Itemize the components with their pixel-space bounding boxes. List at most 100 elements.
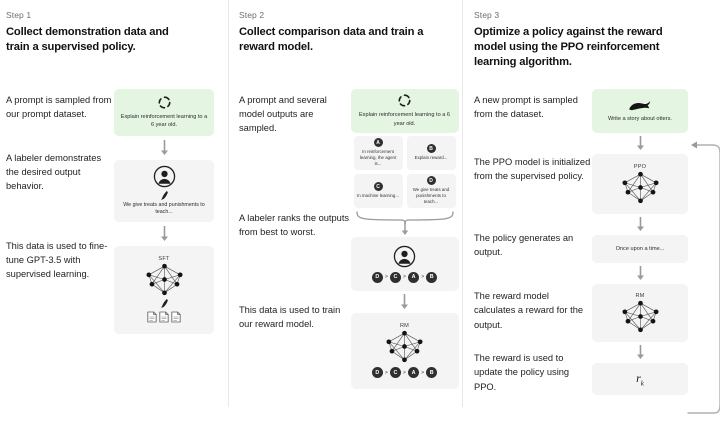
step-3-prompt-card: Write a story about otters. (592, 89, 688, 134)
step-2-output-c: C In machine learning... (353, 173, 403, 208)
converging-brace-icon (355, 210, 454, 235)
step-1-paragraph-2: A labeler demonstrates the desired outpu… (6, 152, 102, 191)
step-2-labeler-ranking: D > C > A > B (371, 271, 438, 283)
step-3-flow-column: Write a story about otters. PPO (592, 75, 720, 415)
segmented-circle-icon (398, 94, 411, 108)
step-2-brace-arrow (351, 210, 459, 236)
rank-gt-icon: > (402, 369, 407, 376)
step-3-column: Step 3 Optimize a policy against the rew… (462, 0, 720, 415)
rank-item-4: B (426, 367, 438, 379)
step-1-flow-column: Explain reinforcement learning to a 6 ye… (114, 61, 220, 334)
step-1-label: Step 1 (6, 10, 32, 20)
step-1-text-column: A prompt is sampled from our prompt data… (6, 61, 114, 334)
step-3-arrow-4 (592, 345, 688, 360)
output-badge-a: A (373, 138, 383, 148)
rank-item-2: C (389, 271, 401, 283)
rank-gt-icon: > (421, 274, 425, 281)
ppo-feedback-loop-arrow (687, 141, 720, 415)
step-2-column: Step 2 Collect comparison data and train… (228, 0, 462, 407)
neural-network-icon (386, 330, 423, 363)
step-2-labeler-card: D > C > A > B (350, 236, 459, 291)
step-3-rm-title: RM (635, 293, 645, 300)
step-2-prompt-text: Explain reinforcement learning to a 6 ye… (358, 112, 451, 127)
step-1-sft-title: SFT (158, 256, 170, 263)
output-badge-c: C (373, 182, 383, 192)
output-badge-b: B (426, 144, 436, 154)
step-1-arrow-1 (114, 139, 214, 156)
step-1-column: Step 1 Collect demonstration data and tr… (0, 0, 228, 407)
neural-network-icon (621, 172, 659, 204)
step-1-labeler-card: We give treats and punishments to teach.… (114, 159, 214, 222)
step-1-paragraph-3: This data is used to fine-tune GPT-3.5 w… (6, 240, 108, 279)
rank-item-2: C (389, 367, 401, 379)
step-3-text-column: A new prompt is sampled from the dataset… (474, 75, 592, 395)
step-3-title: Optimize a policy against the reward mod… (474, 26, 663, 68)
step-3-arrow-3 (592, 266, 688, 281)
step-3-output-text: Once upon a time... (615, 246, 665, 253)
step-2-rm-ranking: D > C > A > B (371, 367, 438, 379)
step-3-ppo-title: PPO (633, 164, 647, 171)
step-3-paragraph-5: The reward is used to update the policy … (474, 353, 570, 392)
step-1-title: Collect demonstration data and train a s… (6, 26, 169, 53)
reward-symbol: rk (636, 371, 644, 387)
reward-subscript: k (640, 379, 644, 388)
step-3-output-card: Once upon a time... (592, 235, 688, 264)
step-3-prompt-text: Write a story about otters. (608, 116, 672, 123)
step-1-prompt-text: Explain reinforcement learning to a 6 ye… (120, 113, 208, 129)
step-3-arrow-1 (592, 136, 688, 151)
step-3-paragraph-1: A new prompt is sampled from the dataset… (474, 95, 578, 120)
rank-item-1: D (371, 367, 383, 379)
step-2-title: Collect comparison data and train a rewa… (239, 26, 424, 53)
neural-network-icon (621, 301, 659, 333)
step-2-output-b: B Explain reward... (406, 135, 456, 170)
step-3-paragraph-2: The PPO model is initialized from the su… (474, 157, 591, 182)
step-2-outputs-grid: A In reinforcement learning, the agent i… (351, 135, 459, 208)
rank-gt-icon: > (384, 274, 388, 281)
otter-icon (629, 101, 651, 111)
step-1-sft-card: SFT (114, 245, 214, 334)
step-1-prompt-card: Explain reinforcement learning to a 6 ye… (114, 88, 214, 136)
step-2-output-a: A In reinforcement learning, the agent i… (353, 135, 403, 170)
step-3-ppo-card: PPO (592, 154, 688, 215)
step-2-text-column: A prompt and several model outputs are s… (239, 61, 351, 389)
output-text-b: Explain reward... (414, 155, 448, 161)
rank-item-3: A (408, 367, 420, 379)
rank-gt-icon: > (421, 369, 425, 376)
rank-item-1: D (371, 271, 383, 283)
step-2-flow-column: Explain reinforcement learning to a 6 ye… (350, 61, 463, 389)
step-1-labeler-text: We give treats and punishments to teach.… (123, 201, 205, 216)
step-2-paragraph-2: A labeler ranks the outputs from best to… (239, 212, 350, 237)
rank-gt-icon: > (402, 274, 407, 281)
step-2-paragraph-3: This data is used to train our reward mo… (239, 304, 341, 329)
document-icon (147, 311, 157, 323)
step-3-arrow-2 (592, 217, 688, 232)
step-2-arrow-2 (351, 293, 459, 310)
output-badge-d: D (426, 176, 436, 186)
step-3-reward-card: rk (592, 363, 688, 396)
pencil-icon (160, 299, 168, 309)
step-2-label: Step 2 (239, 10, 265, 20)
rank-gt-icon: > (384, 369, 388, 376)
rank-item-3: A (408, 271, 420, 283)
document-icon (159, 311, 169, 323)
output-text-d: We give treats and punishments to teach.… (412, 187, 450, 205)
neural-network-icon (145, 263, 183, 296)
step-2-prompt-card: Explain reinforcement learning to a 6 ye… (350, 88, 459, 133)
step-2-rm-card: RM (350, 312, 459, 389)
step-1-documents (147, 311, 181, 323)
rank-item-4: B (426, 271, 438, 283)
step-1-arrow-2 (114, 225, 214, 242)
person-icon (393, 245, 416, 267)
step-3-rm-card: RM (592, 284, 688, 343)
output-text-c: In machine learning... (357, 193, 399, 199)
step-2-output-d: D We give treats and punishments to teac… (406, 173, 456, 208)
step-1-paragraph-1: A prompt is sampled from our prompt data… (6, 94, 112, 119)
person-icon (153, 165, 175, 187)
reward-letter: r (636, 371, 641, 386)
pencil-icon (160, 190, 168, 200)
step-3-paragraph-4: The reward model calculates a reward for… (474, 291, 584, 330)
output-text-a: In reinforcement learning, the agent is.… (359, 149, 397, 167)
step-2-rm-title: RM (399, 323, 410, 330)
segmented-circle-icon (158, 96, 171, 109)
